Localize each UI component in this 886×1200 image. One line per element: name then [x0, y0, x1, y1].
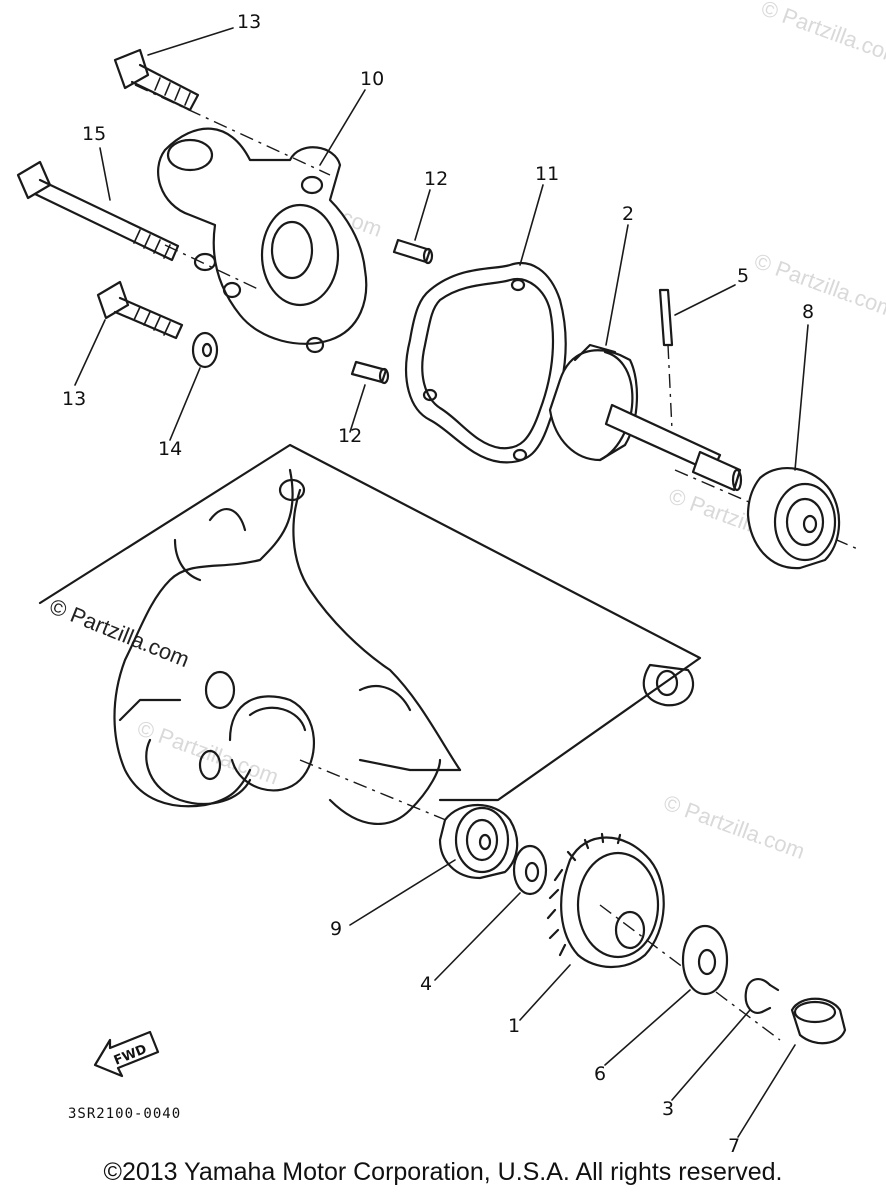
callout-10: 10 [360, 68, 384, 90]
callout-11: 11 [535, 163, 559, 185]
gasket-11 [405, 262, 567, 464]
gear-1 [546, 832, 781, 1041]
watermark-dark: © Partzilla.com [46, 593, 193, 672]
diagram-part-code: 3SR2100-0040 [68, 1106, 181, 1122]
callout-14: 14 [158, 438, 182, 460]
callout-7: 7 [728, 1135, 740, 1157]
callout-leaders [74, 27, 809, 1138]
callout-1: 1 [508, 1015, 520, 1037]
bolt-13-bottom [96, 280, 184, 340]
callout-12: 12 [424, 168, 448, 190]
bearing-9 [438, 803, 519, 880]
callout-3: 3 [662, 1098, 674, 1120]
watermark-text: © Partzilla.com [660, 790, 808, 864]
callout-13: 13 [62, 388, 86, 410]
impeller-shaft-2 [548, 343, 861, 551]
washer-14 [191, 331, 219, 369]
callout-15: 15 [82, 123, 106, 145]
dowel-pin-12-top [392, 238, 434, 265]
pin-5 [658, 288, 674, 431]
pump-cover-10 [134, 84, 368, 354]
bolt-13-top [113, 48, 200, 112]
callout-13: 13 [237, 11, 261, 33]
callout-5: 5 [737, 265, 749, 287]
callout-numbers: 13 10 15 12 11 2 5 8 13 14 12 9 4 1 6 3 … [62, 11, 814, 1157]
crankcase-outline [38, 443, 702, 831]
callout-9: 9 [330, 918, 342, 940]
watermark-text: © Partzilla.com [751, 248, 886, 322]
callout-2: 2 [622, 203, 634, 225]
watermarks: © Partzilla.com © Partzilla.com © Partzi… [134, 0, 886, 864]
callout-4: 4 [420, 973, 432, 995]
circlip-3 [744, 978, 780, 1014]
callout-12: 12 [338, 425, 362, 447]
bolt-15-long [16, 160, 180, 262]
collar-7 [790, 997, 847, 1045]
washer-6 [681, 924, 729, 996]
bearing-8 [746, 467, 841, 570]
fwd-arrow: FWD [93, 1030, 160, 1078]
callout-6: 6 [594, 1063, 606, 1085]
dowel-pin-12-bottom [350, 360, 390, 385]
callout-8: 8 [802, 301, 814, 323]
washer-4 [512, 844, 548, 896]
copyright-footer: ©2013 Yamaha Motor Corporation, U.S.A. A… [103, 1158, 783, 1186]
watermark-text: © Partzilla.com [758, 0, 886, 69]
